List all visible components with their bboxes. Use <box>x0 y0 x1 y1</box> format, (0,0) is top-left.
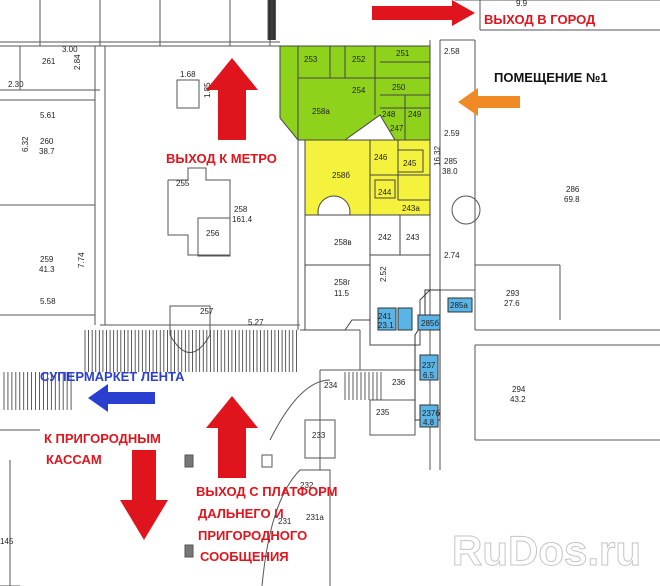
room-259: 259 <box>40 255 54 264</box>
room-293: 293 <box>506 289 520 298</box>
room-232: 232 <box>300 481 314 490</box>
room-237: 237 <box>422 361 436 370</box>
room-231a: 231а <box>306 513 324 522</box>
arrow-right-icon <box>372 0 475 26</box>
stairs <box>3 0 382 410</box>
arrow-up-platform-icon <box>206 396 258 478</box>
label-lenta: СУПЕРМАРКЕТ ЛЕНТА <box>40 369 185 384</box>
label-platform-4: СООБЩЕНИЯ <box>200 549 289 564</box>
room-258v: 258в <box>334 238 352 247</box>
dim-2-59: 2.59 <box>444 129 460 138</box>
dim-2-52: 2.52 <box>379 266 388 282</box>
room-252: 252 <box>352 55 366 64</box>
room-235: 235 <box>376 408 390 417</box>
room-286: 286 <box>566 185 580 194</box>
label-platform-3: ПРИГОРОДНОГО <box>198 528 307 543</box>
room-243: 243 <box>406 233 420 242</box>
room-261: 261 <box>42 57 56 66</box>
room-259-area: 41.3 <box>39 265 55 274</box>
room-234: 234 <box>324 381 338 390</box>
room-245: 245 <box>403 159 417 168</box>
dim-5-61: 5.61 <box>40 111 56 120</box>
room-258g-area: 11.5 <box>334 289 350 298</box>
room-285a: 285а <box>450 301 468 310</box>
room-145: 145 <box>0 537 14 546</box>
room-260: 260 <box>40 137 54 146</box>
room-labels: 253 252 251 250 254 258а 248 249 247 258… <box>0 0 580 546</box>
label-exit-city: ВЫХОД В ГОРОД <box>484 12 596 27</box>
room-250: 250 <box>392 83 406 92</box>
room-255: 255 <box>176 179 190 188</box>
room-231: 231 <box>278 517 292 526</box>
room-233: 233 <box>312 431 326 440</box>
dim-16-32: 16.32 <box>433 145 442 166</box>
label-suburb-2: КАССАМ <box>46 452 102 467</box>
label-platform-2: ДАЛЬНЕГО И <box>198 506 284 521</box>
room-237-area: 6.5 <box>423 371 435 380</box>
dim-5-58: 5.58 <box>40 297 56 306</box>
arrow-left-icon <box>458 88 520 116</box>
room-244: 244 <box>378 188 392 197</box>
room-248: 248 <box>382 110 396 119</box>
room-251: 251 <box>396 49 410 58</box>
label-platform-1: ВЫХОД С ПЛАТФОРМ <box>196 484 337 499</box>
room-256: 256 <box>206 229 220 238</box>
green-zone <box>279 45 431 141</box>
room-254: 254 <box>352 86 366 95</box>
room-285b: 285б <box>421 319 439 328</box>
room-294: 294 <box>512 385 526 394</box>
dim-1-68: 1.68 <box>180 70 196 79</box>
dim-2-30: 2.30 <box>8 80 24 89</box>
arrow-up-icon <box>206 58 258 140</box>
room-285: 285 <box>444 157 458 166</box>
room-258a-top: 258а <box>312 107 330 116</box>
label-room1: ПОМЕЩЕНИЕ №1 <box>494 70 608 85</box>
room-258: 258 <box>234 205 248 214</box>
dim-3-00: 3.00 <box>62 45 78 54</box>
room-236: 236 <box>392 378 406 387</box>
room-260-area: 38.7 <box>39 147 55 156</box>
room-9-9: 9.9 <box>516 0 528 8</box>
room-241-area: 23.1 <box>378 321 394 330</box>
arrow-down-icon <box>120 450 168 540</box>
arrow-left-blue-icon <box>88 384 155 412</box>
room-293-area: 27.6 <box>504 299 520 308</box>
arrows <box>88 0 520 540</box>
room-258b: 258б <box>332 171 350 180</box>
room-246: 246 <box>374 153 388 162</box>
room-249: 249 <box>408 110 422 119</box>
room-285-area: 38.0 <box>442 167 458 176</box>
room-242: 242 <box>378 233 392 242</box>
room-257: 257 <box>200 307 214 316</box>
room-253: 253 <box>304 55 318 64</box>
watermark: RuDos.ru <box>452 527 641 574</box>
room-258-area: 161.4 <box>232 215 253 224</box>
room-286-area: 69.8 <box>564 195 580 204</box>
dim-7-74: 7.74 <box>77 252 86 268</box>
labels: ВЫХОД В ГОРОД ПОМЕЩЕНИЕ №1 ВЫХОД К МЕТРО… <box>40 12 608 564</box>
room-237b-area: 4.8 <box>423 418 435 427</box>
room-258g: 258г <box>334 278 350 287</box>
room-247: 247 <box>390 124 404 133</box>
dim-2-58: 2.58 <box>444 47 460 56</box>
label-exit-metro: ВЫХОД К МЕТРО <box>166 151 277 166</box>
dim-2-84: 2.84 <box>73 54 82 70</box>
room-294-area: 43.2 <box>510 395 526 404</box>
dim-2-74: 2.74 <box>444 251 460 260</box>
label-suburb-1: К ПРИГОРОДНЫМ <box>44 431 161 446</box>
dim-5-27: 5.27 <box>248 318 264 327</box>
room-237b: 237б <box>422 409 440 418</box>
room-241: 241 <box>378 312 392 321</box>
room-243a: 243а <box>402 204 420 213</box>
blue-zone <box>377 289 473 428</box>
dim-6-32: 6.32 <box>21 136 30 152</box>
